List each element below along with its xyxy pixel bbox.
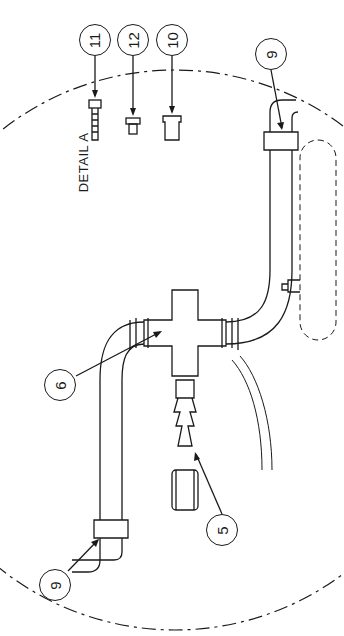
callout-circle: 11: [79, 24, 111, 56]
callout-circle: 5: [206, 514, 238, 546]
callout-number: 9: [263, 50, 280, 58]
callout-number: 12: [125, 32, 142, 49]
callout-number: 5: [214, 526, 231, 534]
callout-number: 9: [47, 581, 64, 589]
callout-number: 6: [52, 381, 69, 389]
callout-circle: 10: [156, 24, 188, 56]
callout-circle: 9: [255, 38, 287, 70]
label-holder: DETAIL A: [54, 153, 114, 168]
callout-circle: 9: [39, 569, 71, 601]
callout-circle: 6: [44, 369, 76, 401]
callout-number: 10: [164, 32, 181, 49]
callout-circle: 12: [117, 24, 149, 56]
detail-label: DETAIL A: [76, 132, 91, 192]
callout-number: 11: [86, 32, 103, 48]
